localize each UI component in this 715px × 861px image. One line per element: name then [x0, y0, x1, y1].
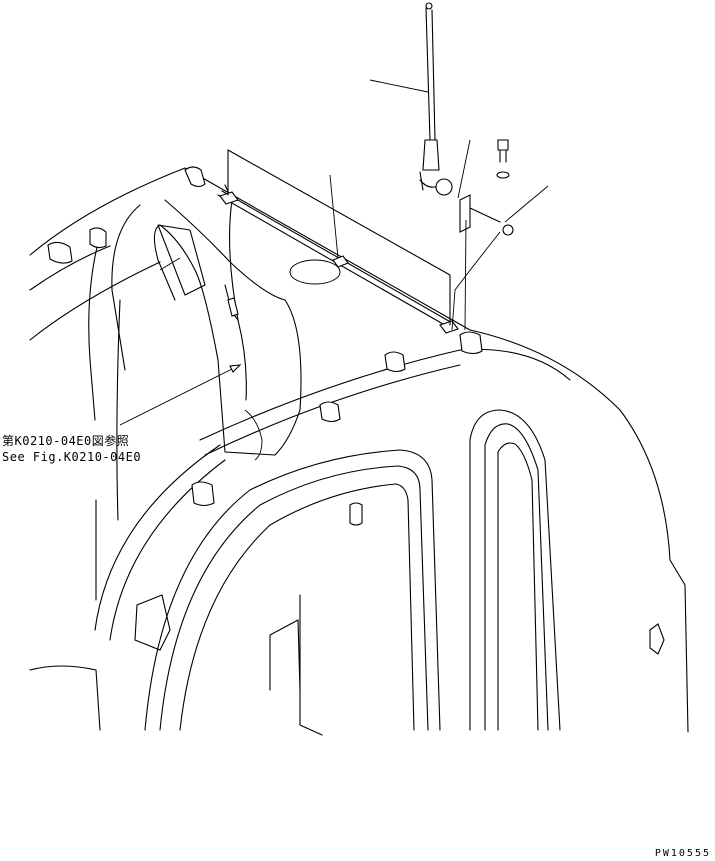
cab-roof-outline [29, 167, 689, 733]
reference-label-jp: 第K0210-04E0図参照 [2, 434, 130, 448]
leader-lines [119, 79, 549, 426]
antenna-bracket [459, 194, 514, 236]
door-frames [29, 409, 561, 736]
picture-id: PW10555 [654, 848, 711, 859]
pillar-trim [111, 199, 302, 461]
reference-label-en: See Fig.K0210-04E0 [2, 450, 142, 464]
bolt-and-washer [496, 139, 510, 179]
antenna [419, 2, 453, 196]
roof-edge-rail [94, 348, 571, 641]
antenna-cable [224, 184, 247, 401]
clips [47, 166, 665, 655]
panel-markers [227, 149, 451, 326]
